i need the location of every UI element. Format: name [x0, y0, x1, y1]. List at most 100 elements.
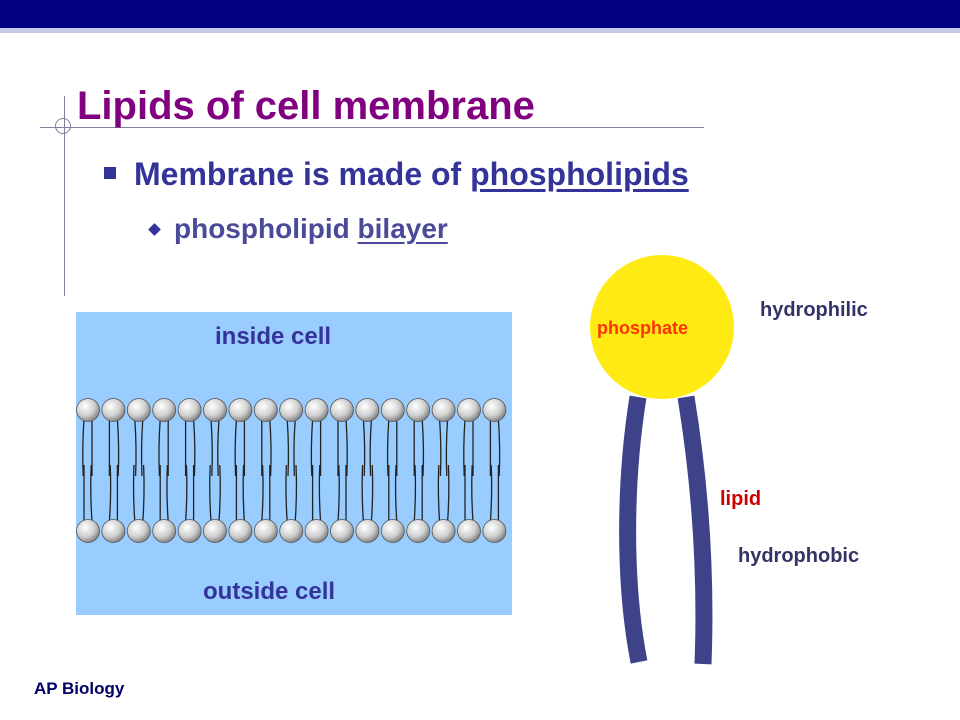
bottom-phosphate-head — [203, 519, 227, 543]
bottom-lipid-tail — [261, 464, 264, 522]
top-lipid-tail — [158, 419, 161, 477]
inner-leaflet — [76, 398, 507, 477]
bilayer-term: bilayer — [357, 213, 448, 244]
slide-title: Lipids of cell membrane — [77, 84, 535, 128]
bottom-lipid-tail — [294, 464, 298, 522]
bullet-2-text: phospholipid bilayer — [174, 213, 448, 245]
top-lipid-tail — [345, 419, 348, 477]
top-lipid-tail — [421, 419, 425, 477]
bottom-lipid-tail — [142, 464, 145, 522]
bottom-lipid-tail — [285, 464, 288, 522]
bullet-1-text: Membrane is made of phospholipids — [134, 156, 689, 193]
bottom-phosphate-head — [304, 519, 329, 543]
diamond-bullet-icon — [148, 223, 161, 236]
lipid-tail-right — [677, 395, 713, 665]
bottom-phosphate-head — [380, 519, 405, 543]
bottom-lipid-tail — [132, 464, 136, 522]
top-lipid-tail — [497, 419, 501, 477]
top-phosphate-head — [228, 398, 253, 422]
outside-cell-label: outside cell — [203, 578, 336, 605]
outer-leaflet — [76, 464, 507, 543]
bullet-2-prefix: phospholipid — [174, 213, 358, 244]
bottom-phosphate-head — [177, 519, 202, 543]
top-lipid-tail — [445, 419, 449, 477]
top-phosphate-head — [152, 398, 177, 422]
top-phosphate-head — [304, 398, 329, 422]
bottom-lipid-tail — [413, 464, 417, 522]
bottom-phosphate-head — [482, 519, 507, 543]
bottom-phosphate-head — [228, 519, 253, 543]
bottom-lipid-tail — [318, 464, 322, 522]
top-banner — [0, 0, 960, 33]
bottom-phosphate-head — [126, 519, 151, 543]
top-lipid-tail — [269, 419, 272, 477]
top-phosphate-head — [76, 398, 100, 422]
bottom-lipid-tail — [90, 464, 93, 522]
bottom-phosphate-head — [431, 519, 456, 543]
top-phosphate-head — [431, 398, 456, 422]
top-lipid-tail — [293, 419, 296, 477]
top-phosphate-head — [330, 398, 354, 422]
decorative-horizontal-line — [40, 127, 704, 128]
footer-course-label: AP Biology — [34, 679, 125, 698]
inside-cell-label: inside cell — [215, 323, 332, 350]
top-lipid-tail — [192, 419, 196, 477]
top-phosphate-head — [101, 398, 126, 422]
top-phosphate-head — [355, 398, 380, 422]
top-lipid-tail — [369, 419, 373, 477]
bottom-lipid-tail — [446, 464, 450, 522]
bottom-lipid-tail — [337, 464, 340, 522]
top-lipid-tail — [82, 419, 85, 477]
top-lipid-tail — [134, 419, 137, 477]
top-phosphate-head — [482, 398, 507, 422]
top-lipid-tail — [310, 419, 314, 477]
bottom-phosphate-head — [406, 519, 431, 543]
bottom-phosphate-head — [355, 519, 380, 543]
bottom-lipid-tail — [108, 464, 112, 522]
top-lipid-tail — [286, 419, 290, 477]
phosphate-label: phosphate — [597, 318, 689, 338]
decorative-vertical-line — [64, 96, 65, 296]
bottom-lipid-tail — [437, 464, 441, 522]
bottom-lipid-tail — [394, 464, 398, 522]
top-phosphate-head — [406, 398, 431, 422]
bottom-lipid-tail — [218, 464, 221, 522]
top-lipid-tail — [234, 419, 238, 477]
bottom-lipid-tail — [184, 464, 188, 522]
top-lipid-tail — [140, 419, 144, 477]
phospholipids-term: phospholipids — [470, 156, 689, 192]
top-phosphate-head — [177, 398, 202, 422]
top-lipid-tail — [438, 419, 442, 477]
top-lipid-tail — [463, 419, 466, 477]
lipid-label: lipid — [720, 488, 762, 510]
square-bullet-icon — [104, 167, 116, 179]
top-phosphate-head — [126, 398, 151, 422]
bottom-lipid-tail — [209, 464, 212, 522]
decorative-crosshair-circle — [55, 118, 71, 134]
top-phosphate-head — [253, 398, 278, 422]
bilayer-illustration — [76, 398, 507, 543]
bottom-phosphate-head — [279, 519, 304, 543]
bullet-1-prefix: Membrane is made of — [134, 156, 471, 192]
bottom-lipid-tail — [242, 464, 246, 522]
bottom-phosphate-head — [330, 519, 354, 543]
top-phosphate-head — [203, 398, 227, 422]
bottom-lipid-tail — [361, 464, 365, 522]
hydrophilic-label: hydrophilic — [760, 299, 868, 321]
top-phosphate-head — [279, 398, 304, 422]
top-lipid-tail — [210, 419, 213, 477]
top-lipid-tail — [386, 419, 390, 477]
bottom-phosphate-head — [101, 519, 126, 543]
top-phosphate-head — [457, 398, 481, 422]
top-phosphate-head — [380, 398, 405, 422]
hydrophobic-label: hydrophobic — [738, 545, 860, 567]
bottom-lipid-tail — [471, 464, 474, 522]
bottom-lipid-tail — [489, 464, 493, 522]
bottom-lipid-tail — [166, 464, 169, 522]
lipid-tail-left — [619, 395, 648, 664]
phosphate-head — [590, 255, 734, 399]
phospholipid-molecule — [590, 255, 734, 665]
bottom-lipid-tail — [370, 464, 374, 522]
bottom-phosphate-head — [152, 519, 177, 543]
bottom-phosphate-head — [253, 519, 278, 543]
